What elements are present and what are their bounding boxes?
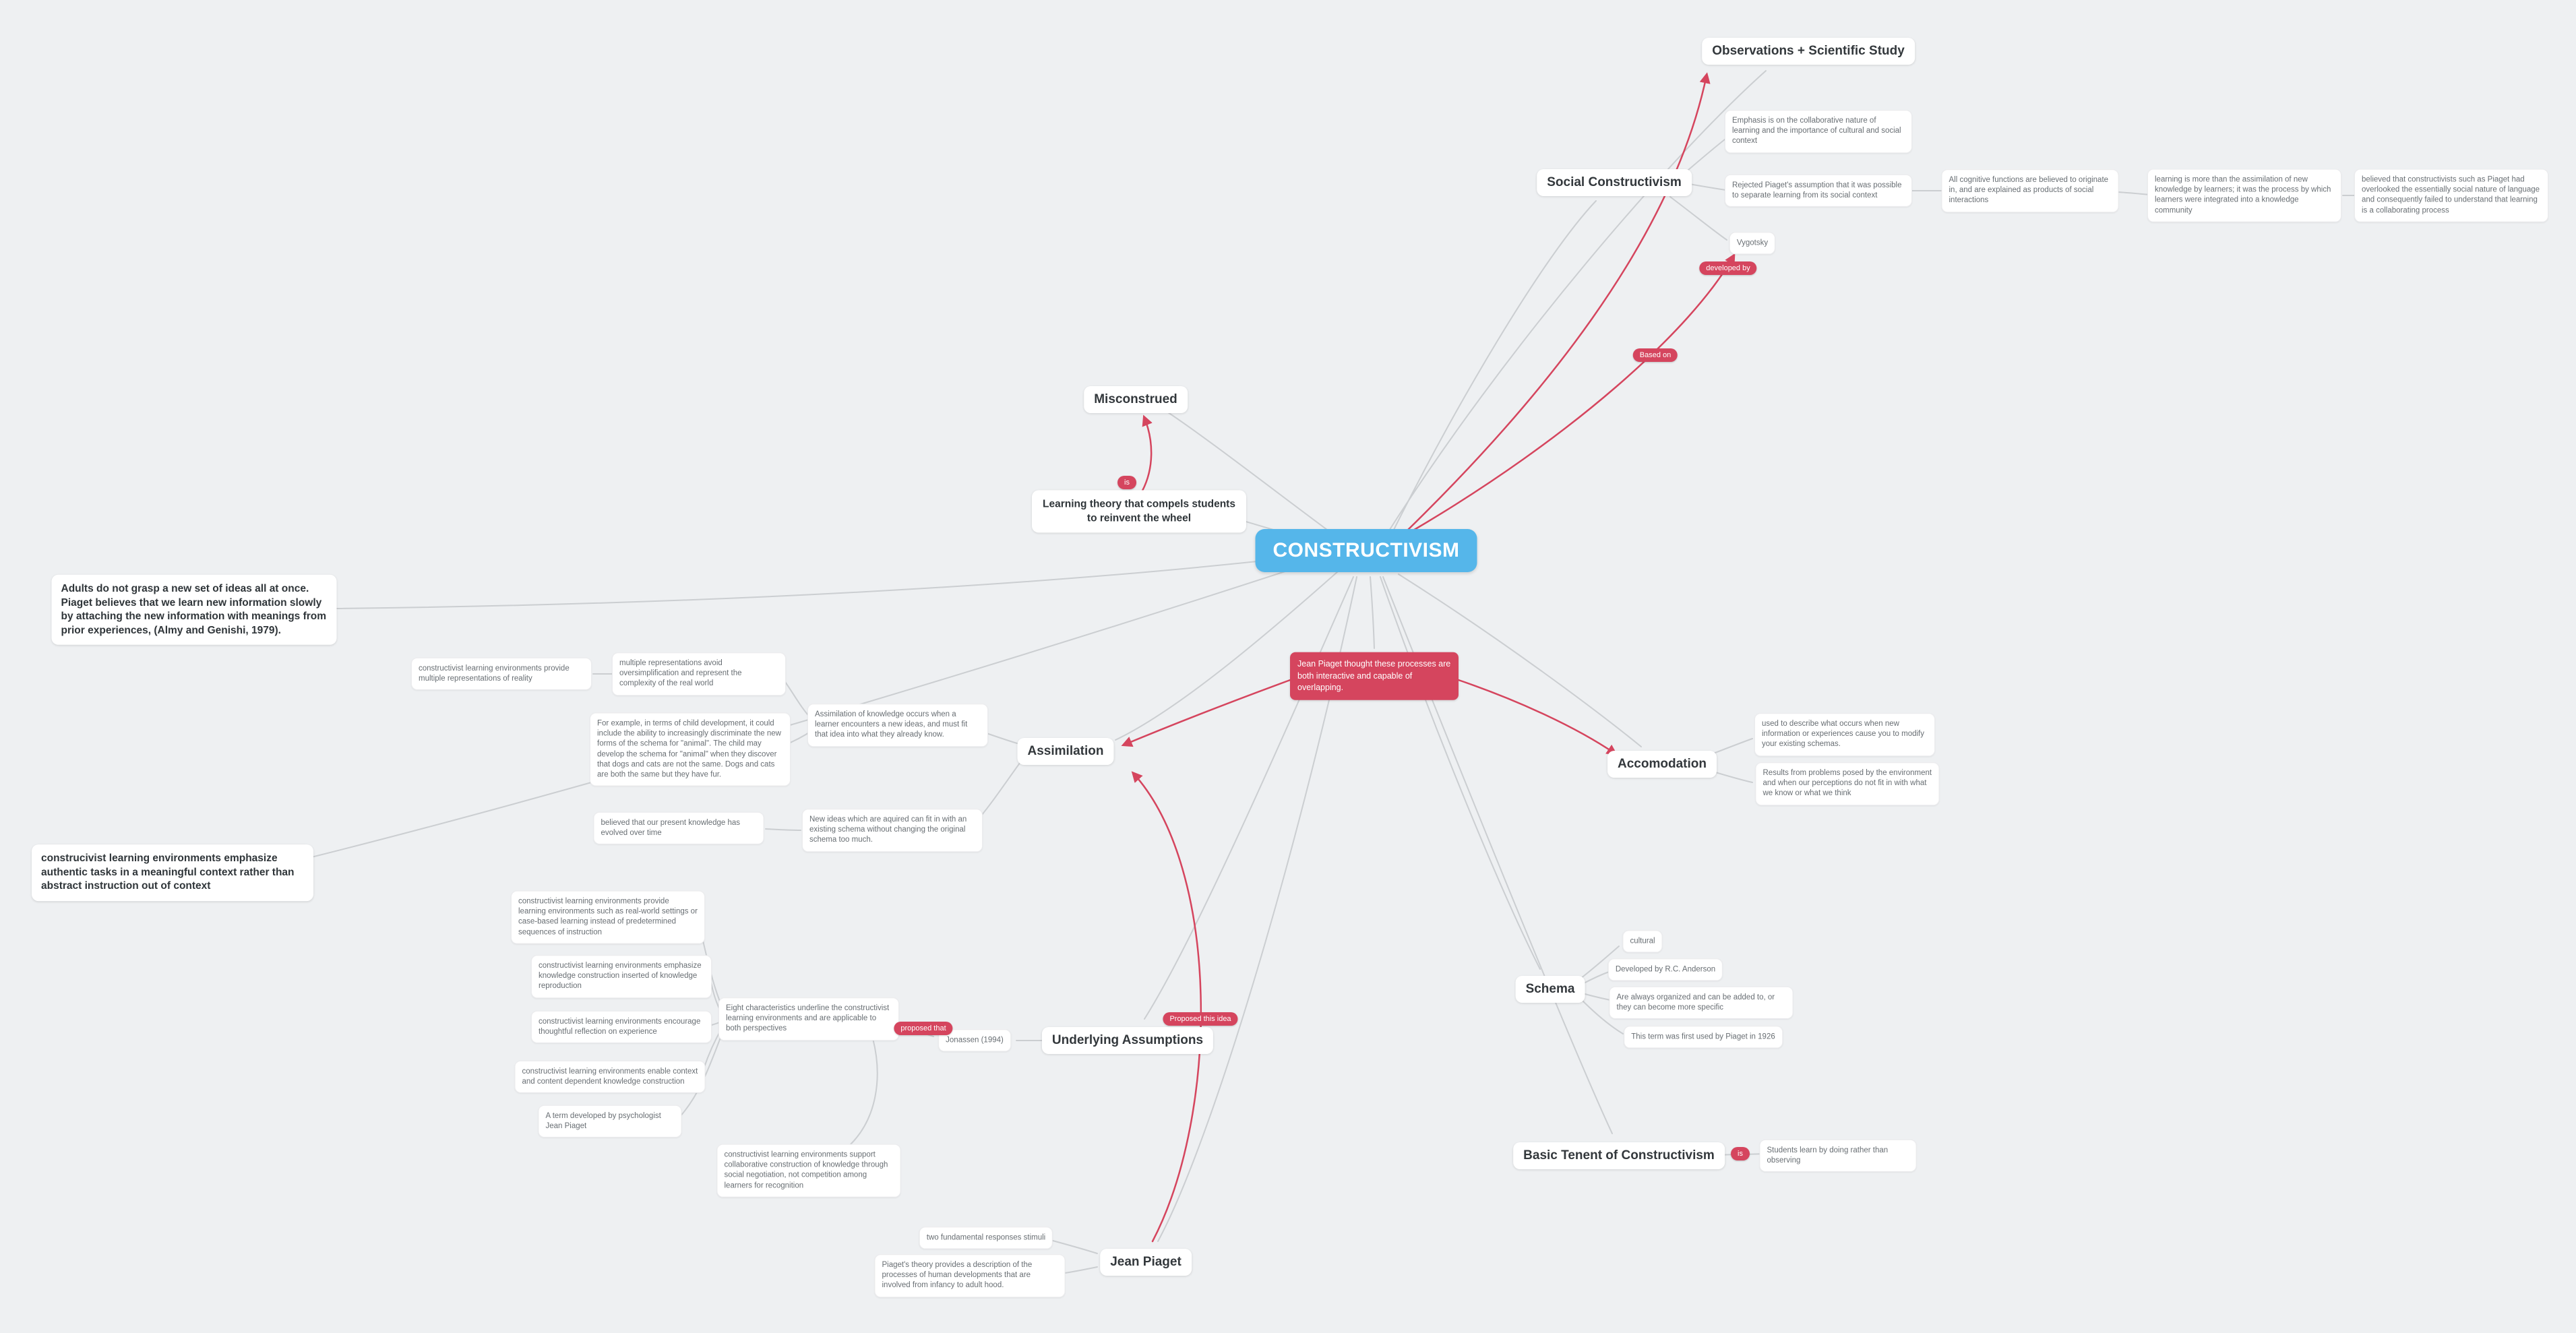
edge-label-proposed-that[interactable]: proposed that (894, 1022, 953, 1035)
note-responses-stimuli[interactable]: two fundamental responses stimuli (919, 1227, 1053, 1249)
topic-schema[interactable]: Schema (1515, 976, 1585, 1003)
note-cognitive-functions[interactable]: All cognitive functions are believed to … (1941, 169, 2119, 212)
note-for-example-schema-animal[interactable]: For example, in terms of child developme… (590, 712, 791, 786)
note-students-learn-by-doing[interactable]: Students learn by doing rather than obse… (1759, 1139, 1917, 1173)
note-term-developed-piaget[interactable]: A term developed by psychologist Jean Pi… (538, 1105, 682, 1138)
note-modify-existing-schemas[interactable]: used to describe what occurs when new in… (1754, 713, 1935, 756)
note-rejected-piaget[interactable]: Rejected Piaget's assumption that it was… (1725, 174, 1912, 208)
note-real-world-settings[interactable]: constructivist learning environments pro… (511, 890, 705, 944)
edge-label-proposed-this-idea[interactable]: Proposed this idea (1163, 1012, 1238, 1026)
note-eight-characteristics[interactable]: Eight characteristics underline the cons… (718, 997, 899, 1041)
note-knowledge-construction[interactable]: constructivist learning environments emp… (531, 955, 712, 998)
topic-assimilation[interactable]: Assimilation (1017, 738, 1114, 765)
note-assimilation-definition[interactable]: Assimilation of knowledge occurs when a … (807, 704, 988, 747)
topic-observations-scientific-study[interactable]: Observations + Scientific Study (1702, 38, 1915, 65)
note-social-nature-language[interactable]: believed that constructivists such as Pi… (2354, 168, 2548, 222)
note-vygotsky[interactable]: Vygotsky (1729, 232, 1776, 255)
note-thoughtful-reflection[interactable]: constructivist learning environments enc… (531, 1010, 712, 1044)
note-always-organized[interactable]: Are always organized and can be added to… (1609, 986, 1793, 1020)
note-rc-anderson[interactable]: Developed by R.C. Anderson (1607, 958, 1723, 981)
red-box-piaget-processes[interactable]: Jean Piaget thought these processes are … (1290, 652, 1459, 700)
note-multiple-representations-reality[interactable]: constructivist learning environments pro… (411, 657, 592, 691)
topic-accomodation[interactable]: Accomodation (1607, 751, 1717, 778)
note-first-used-1926[interactable]: This term was first used by Piaget in 19… (1624, 1026, 1783, 1049)
bold-note-adults[interactable]: Adults do not grasp a new set of ideas a… (51, 574, 337, 646)
edge-label-based-on[interactable]: Based on (1632, 348, 1678, 362)
note-context-dependent[interactable]: constructivist learning environments ena… (514, 1060, 706, 1094)
edge-label-is-tenent[interactable]: is (1731, 1147, 1750, 1160)
note-cultural[interactable]: cultural (1622, 930, 1663, 953)
note-emphasis-collaborative[interactable]: Emphasis is on the collaborative nature … (1725, 110, 1912, 153)
note-new-ideas-fit-schema[interactable]: New ideas which are aquired can fit in w… (802, 809, 983, 852)
topic-underlying-assumptions[interactable]: Underlying Assumptions (1041, 1027, 1214, 1054)
topic-basic-tenent[interactable]: Basic Tenent of Constructivism (1513, 1142, 1725, 1169)
bold-note-learning-theory[interactable]: Learning theory that compels students to… (1032, 490, 1246, 533)
note-multiple-representations-avoid[interactable]: multiple representations avoid oversimpl… (612, 652, 786, 695)
edge-label-developed-by[interactable]: developed by (1699, 261, 1757, 275)
note-collaborative-construction[interactable]: constructivist learning environments sup… (716, 1144, 901, 1198)
edge-label-is-misconstrued[interactable]: is (1117, 476, 1136, 489)
note-results-from-problems[interactable]: Results from problems posed by the envir… (1755, 762, 1940, 805)
note-piagets-theory[interactable]: Piaget's theory provides a description o… (874, 1254, 1066, 1297)
note-present-knowledge-evolved[interactable]: believed that our present knowledge has … (593, 811, 764, 845)
bold-note-authentic-tasks[interactable]: construcivist learning environments emph… (32, 844, 313, 901)
note-knowledge-community[interactable]: learning is more than the assimilation o… (2147, 168, 2341, 222)
center-node-constructivism[interactable]: CONSTRUCTIVISM (1255, 529, 1477, 572)
topic-misconstrued[interactable]: Misconstrued (1084, 386, 1188, 413)
topic-jean-piaget[interactable]: Jean Piaget (1100, 1249, 1192, 1276)
topic-social-constructivism[interactable]: Social Constructivism (1537, 169, 1692, 196)
